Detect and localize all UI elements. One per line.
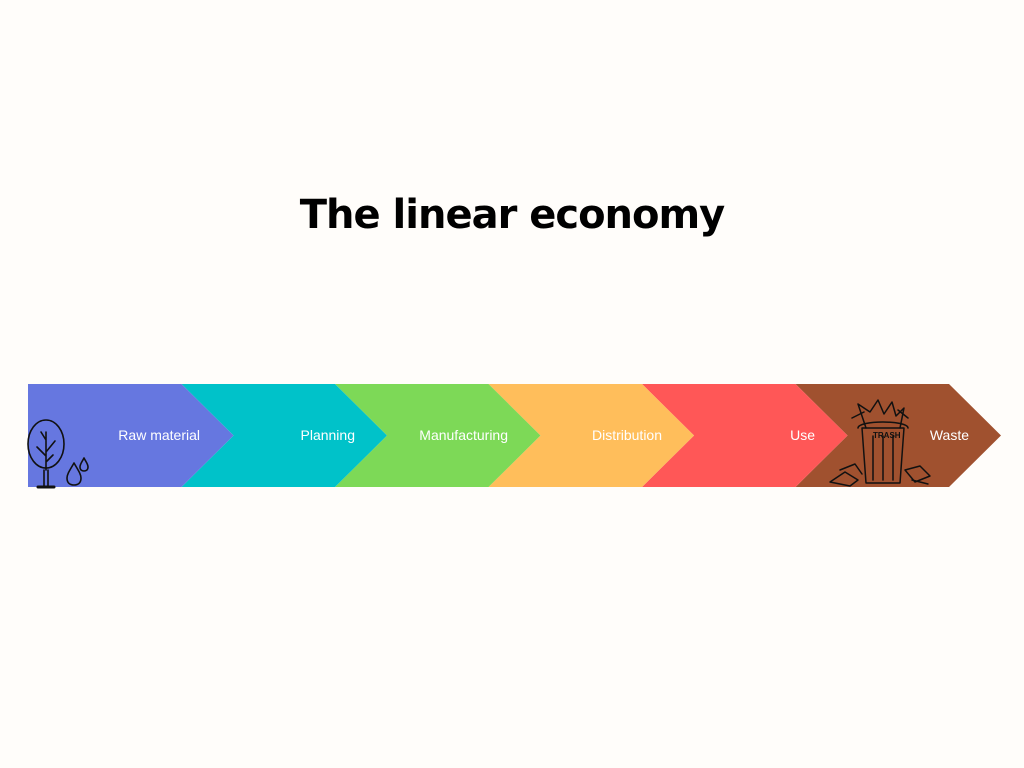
svg-text:TRASH: TRASH xyxy=(873,431,901,440)
trash-can-icon: TRASH xyxy=(829,399,931,487)
flow-step-label: Raw material xyxy=(118,427,200,443)
flow-chevrons xyxy=(28,384,1001,487)
flow-step-label: Waste xyxy=(930,427,969,443)
flow-step-chevron xyxy=(642,384,848,487)
flow-step-label: Distribution xyxy=(592,427,662,443)
page-title: The linear economy xyxy=(299,192,726,238)
flow-labels: Raw material Planning Manufacturing Distrib… xyxy=(118,427,969,443)
flow-step-chevron xyxy=(28,384,234,487)
flow-step-label: Planning xyxy=(301,427,356,443)
tree-with-water-drops-icon xyxy=(27,419,89,489)
flow-step-chevron xyxy=(181,384,387,487)
flow-step-chevron xyxy=(335,384,541,487)
flow-step-label: Use xyxy=(790,427,815,443)
flow-step-chevron xyxy=(488,384,694,487)
flow-step-label: Manufacturing xyxy=(419,427,508,443)
flow-step-chevron xyxy=(795,384,1001,487)
